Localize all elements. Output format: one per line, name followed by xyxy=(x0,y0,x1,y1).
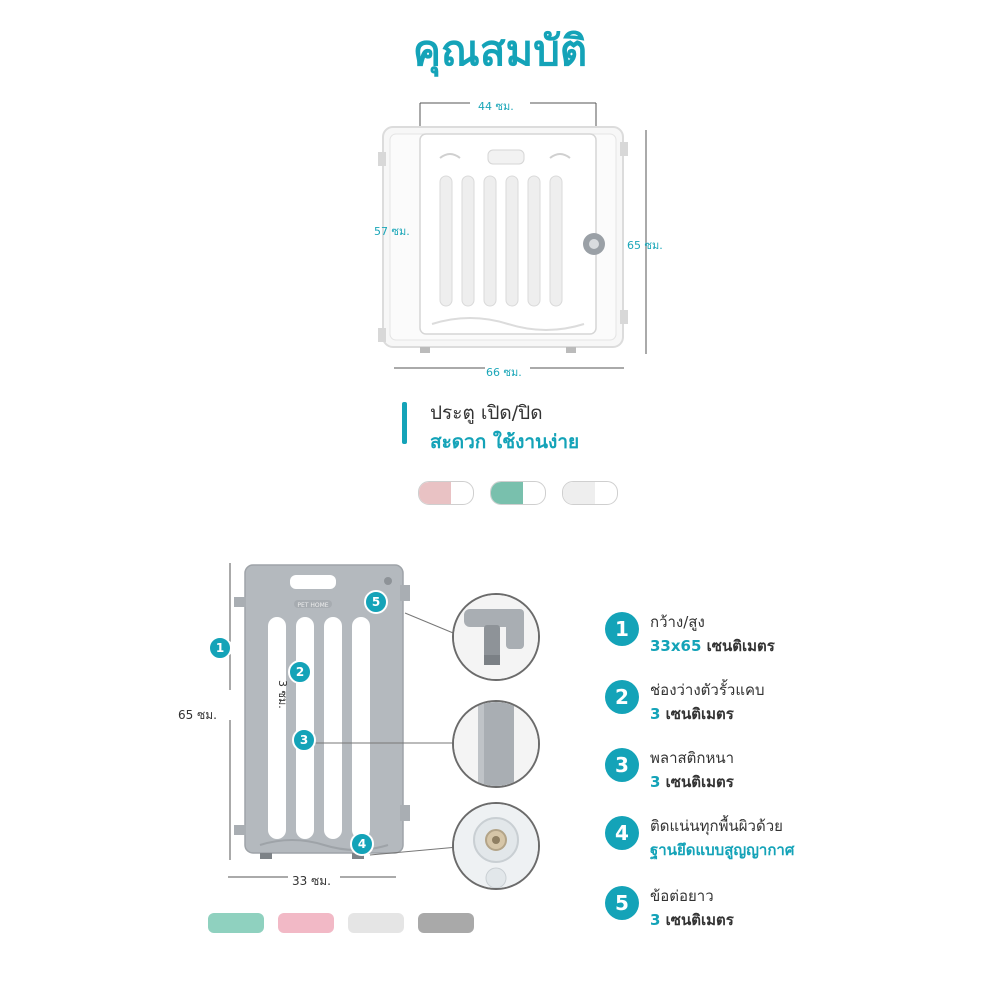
panel-marker-2: 2 xyxy=(288,660,312,684)
spec-title-1: กว้าง/สูง xyxy=(650,613,705,631)
panel-marker-1: 1 xyxy=(208,636,232,660)
gate-illustration xyxy=(370,92,670,382)
spec-value-unit: เซนติเมตร xyxy=(660,705,734,723)
gate-width-label: 44 ซม. xyxy=(478,100,514,113)
spec-value-4: ฐานยึดแบบสูญญากาศ xyxy=(650,838,794,862)
spec-value-unit: เซนติเมตร xyxy=(660,773,734,791)
spec-value-unit: เซนติเมตร xyxy=(701,637,775,655)
panel-illustration: PET HOME xyxy=(200,555,500,895)
tagline-accent-bar xyxy=(402,402,407,444)
swatch-fill xyxy=(563,482,596,504)
spec-number-2: 2 xyxy=(605,680,639,714)
swatch-fill xyxy=(419,482,452,504)
panel-marker-4: 4 xyxy=(350,832,374,856)
spec-value-unit: เซนติเมตร xyxy=(660,911,734,929)
svg-text:PET HOME: PET HOME xyxy=(297,602,328,609)
panel-color-swatch-gray[interactable] xyxy=(418,913,474,933)
gate-color-swatch-green[interactable] xyxy=(490,481,546,505)
panel-color-swatch-mint[interactable] xyxy=(208,913,264,933)
spec-value-num: 3 xyxy=(650,705,661,723)
panel-marker-5: 5 xyxy=(364,590,388,614)
spec-title-5: ข้อต่อยาว xyxy=(650,887,714,905)
spec-value-1: 33x65 เซนติเมตร xyxy=(650,634,775,658)
spec-number-1: 1 xyxy=(605,612,639,646)
gate-drawing xyxy=(378,102,647,369)
tagline-line2: สะดวก ใช้งานง่าย xyxy=(430,431,580,453)
panel-height-label: 65 ซม. xyxy=(178,708,217,722)
page-title: คุณสมบัติ xyxy=(412,26,588,75)
spec-value-5: 3 เซนติเมตร xyxy=(650,908,734,932)
spec-value-2: 3 เซนติเมตร xyxy=(650,702,734,726)
gate-color-swatch-pink[interactable] xyxy=(418,481,474,505)
spec-value-3: 3 เซนติเมตร xyxy=(650,770,734,794)
spec-number-4: 4 xyxy=(605,816,639,850)
tagline-line1: ประตู เปิด/ปิด xyxy=(430,402,543,424)
swatch-fill xyxy=(491,482,524,504)
zoom-thickness xyxy=(452,700,540,788)
spec-title-4: ติดแน่นทุกพื้นผิวด้วย xyxy=(650,817,783,835)
spec-value-num: 3 xyxy=(650,911,661,929)
gate-color-swatch-white[interactable] xyxy=(562,481,618,505)
spec-number-3: 3 xyxy=(605,748,639,782)
gate-panel-width-label: 66 ซม. xyxy=(486,366,522,379)
spec-value-num: 33x65 xyxy=(650,637,702,655)
zoom-suction-base xyxy=(452,802,540,890)
zoom-connector xyxy=(452,593,540,681)
panel-width-label: 33 ซม. xyxy=(292,874,331,888)
spec-number-5: 5 xyxy=(605,886,639,920)
spec-value-num: ฐานยึดแบบสูญญากาศ xyxy=(650,841,795,859)
gate-door-height-label: 57 ซม. xyxy=(374,225,410,238)
panel-gap-label: 3 ซม. xyxy=(276,680,289,709)
spec-title-3: พลาสติกหนา xyxy=(650,749,735,767)
panel-marker-3: 3 xyxy=(292,728,316,752)
panel-drawing: PET HOME xyxy=(228,563,459,878)
spec-title-2: ช่องว่างตัวรั้วแคบ xyxy=(650,681,765,699)
gate-panel-height-label: 65 ซม. xyxy=(627,239,663,252)
spec-value-num: 3 xyxy=(650,773,661,791)
panel-color-swatch-white[interactable] xyxy=(348,913,404,933)
panel-color-swatch-pink[interactable] xyxy=(278,913,334,933)
